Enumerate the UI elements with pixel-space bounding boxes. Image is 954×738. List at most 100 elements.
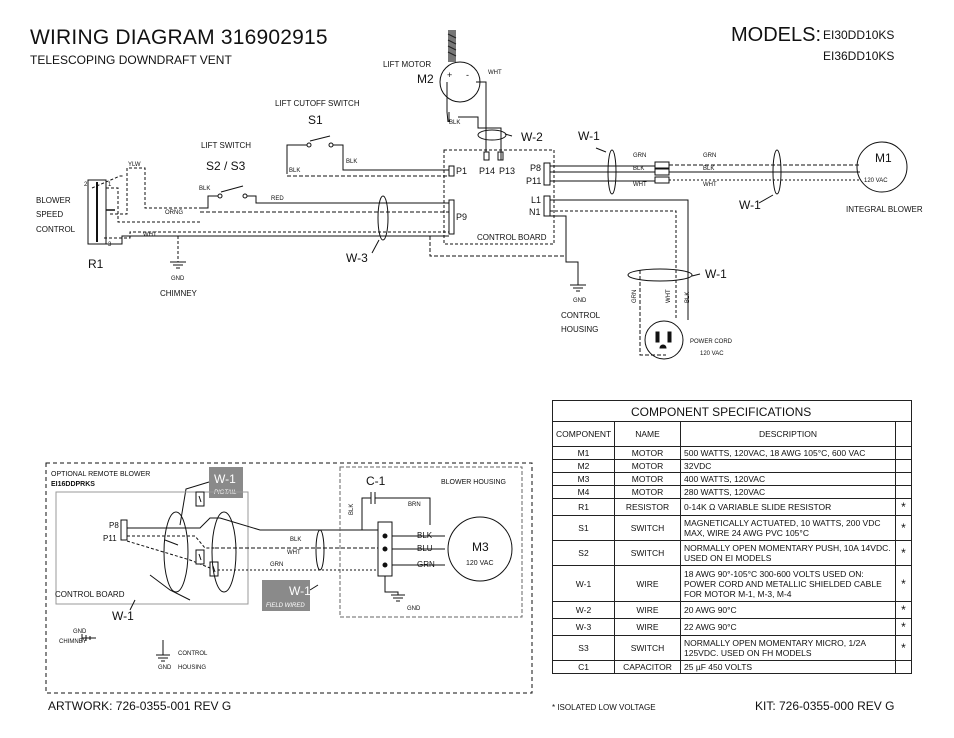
integral-blower-label: INTEGRAL BLOWER (846, 205, 923, 214)
wire-color-blk: BLK (685, 292, 691, 303)
terminal-p8: P8 (109, 521, 119, 530)
wire-color-blk: BLK (417, 531, 433, 540)
terminal-l1: L1 (531, 195, 541, 205)
wire-color-ylw: YLW (128, 162, 141, 168)
low-voltage-marker: * (895, 635, 912, 661)
wire-color-blk: BLK (633, 166, 644, 172)
name-cell: MOTOR (614, 485, 681, 499)
lift-cutoff-switch-label: LIFT CUTOFF SWITCH (275, 99, 360, 108)
w1-pigtail-tag (209, 467, 243, 498)
low-voltage-marker: * (895, 498, 912, 516)
component-cell: S1 (552, 515, 615, 541)
description-cell: 0-14K Ω VARIABLE SLIDE RESISTOR (680, 498, 896, 516)
w1-field-label: W-1 (289, 584, 311, 598)
specifications-caption: COMPONENT SPECIFICATIONS (552, 400, 912, 422)
power-cord-voltage: 120 VAC (700, 351, 724, 357)
terminal-p8: P8 (530, 163, 541, 173)
wire-color-blk: BLK (346, 159, 357, 165)
w1-field-wired-tag (262, 580, 310, 611)
pin-number: 2 (84, 182, 88, 188)
r1-label: R1 (88, 257, 104, 271)
description-cell: NORMALLY OPEN MOMENTARY MICRO, 1/2A 125V… (680, 635, 896, 661)
blower-housing (339, 466, 523, 618)
blower-speed-control-label: SPEED (36, 210, 63, 219)
m3-voltage: 120 VAC (466, 560, 494, 567)
models-label: MODELS: (731, 24, 822, 46)
description-cell: 25 µF 450 VOLTS (680, 660, 896, 674)
terminal-n1: N1 (529, 207, 541, 217)
chimney-label: CHIMNEY (59, 639, 87, 645)
name-cell: WIRE (614, 601, 681, 619)
remote-blower-enclosure (45, 462, 533, 694)
remote-blower-model: EI16DDPRKS (51, 481, 95, 488)
wire-color-blk: BLK (289, 168, 300, 174)
low-voltage-marker: * (895, 601, 912, 619)
chimney-label: CHIMNEY (160, 289, 198, 298)
wire-color-red: RED (271, 196, 284, 202)
name-cell: MOTOR (614, 472, 681, 486)
wire-color-blk: BLK (290, 537, 301, 543)
lift-motor-label: LIFT MOTOR (383, 60, 431, 69)
wire-color-blk: BLK (349, 504, 355, 515)
s2s3-label: S2 / S3 (206, 159, 246, 173)
housing-label: HOUSING (178, 665, 206, 671)
terminal-p13: P13 (499, 166, 515, 176)
wire-color-brn: BRN (408, 502, 421, 508)
description-cell: NORMALLY OPEN MOMENTARY PUSH, 10A 14VDC.… (680, 540, 896, 566)
c1-label: C-1 (366, 474, 386, 488)
pin-number: 1 (108, 182, 112, 188)
footnote: * ISOLATED LOW VOLTAGE (552, 703, 656, 712)
component-cell: W-1 (552, 565, 615, 602)
power-cord-plug (644, 320, 684, 360)
model-number: EI30DD10KS (823, 28, 895, 42)
component-cell: W-3 (552, 618, 615, 636)
m1-label: M1 (875, 151, 892, 165)
w1-label: W-1 (705, 267, 727, 281)
lift-cutoff-switch (286, 135, 449, 177)
name-cell: RESISTOR (614, 498, 681, 516)
field-wired-label: FIELD WIRED (266, 603, 305, 609)
name-cell: SWITCH (614, 515, 681, 541)
diagram-title: WIRING DIAGRAM 316902915 (30, 26, 328, 49)
column-header: COMPONENT (552, 421, 615, 447)
wire-color-wht: WHT (488, 70, 502, 76)
component-cell: W-2 (552, 601, 615, 619)
specifications-table: COMPONENT SPECIFICATIONS COMPONENT NAME … (552, 400, 912, 674)
low-voltage-marker (895, 446, 912, 460)
terminal-p11: P11 (103, 534, 117, 543)
terminal-p1: P1 (456, 166, 467, 176)
wire-color-orng: ORNG (165, 210, 183, 216)
low-voltage-marker (895, 660, 912, 674)
column-header-blank (895, 421, 912, 447)
optional-remote-blower-label: OPTIONAL REMOTE BLOWER (51, 471, 150, 478)
name-cell: MOTOR (614, 459, 681, 473)
terminal-p9: P9 (456, 212, 467, 222)
low-voltage-marker: * (895, 540, 912, 566)
blower-speed-control-resistor (87, 167, 449, 245)
capacitor-symbol (365, 492, 381, 504)
terminal-p14: P14 (479, 166, 495, 176)
wire-color-grn: GRN (633, 153, 646, 159)
low-voltage-marker (895, 472, 912, 486)
w3-label: W-3 (346, 251, 368, 265)
wire-color-grn: GRN (270, 562, 283, 568)
wire-color-grn: GRN (417, 560, 435, 569)
control-housing-label: HOUSING (561, 325, 598, 334)
wire-color-wht: WHT (287, 550, 301, 556)
component-cell: S3 (552, 635, 615, 661)
description-cell: 22 AWG 90°C (680, 618, 896, 636)
description-cell: 32VDC (680, 459, 896, 473)
low-voltage-marker (895, 459, 912, 473)
w1-pigtail-label: W-1 (214, 472, 236, 486)
ground-label: GND (573, 298, 587, 304)
name-cell: CAPACITOR (614, 660, 681, 674)
w1-label: W-1 (739, 198, 761, 212)
description-cell: 400 WATTS, 120VAC (680, 472, 896, 486)
